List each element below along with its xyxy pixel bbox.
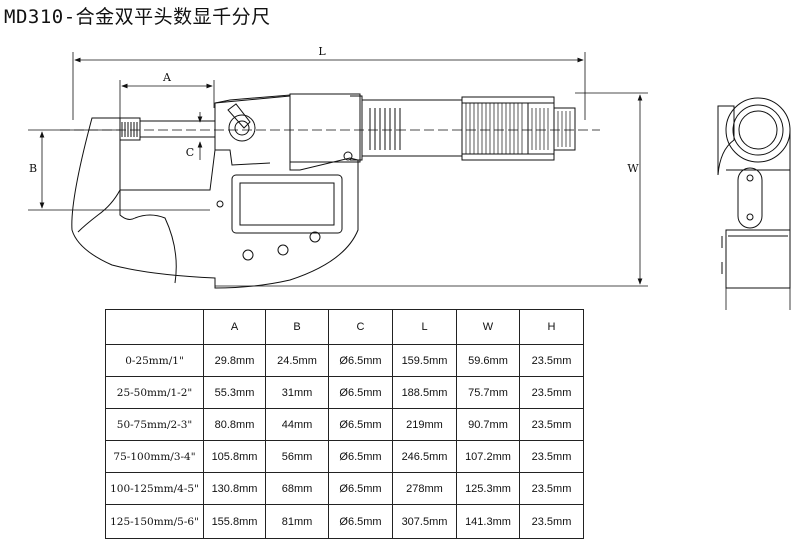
table-cell: 90.7mm <box>456 408 520 441</box>
table-cell: Ø6.5mm <box>328 440 393 473</box>
table-cell: 246.5mm <box>392 440 457 473</box>
header-cell: B <box>265 309 329 345</box>
table-cell: Ø6.5mm <box>328 504 393 539</box>
table-cell: 23.5mm <box>519 472 584 505</box>
dimension-a <box>119 80 215 118</box>
table-cell: 219mm <box>392 408 457 441</box>
table-cell: 107.2mm <box>456 440 520 473</box>
table-cell: 23.5mm <box>519 376 584 409</box>
header-cell: C <box>328 309 393 345</box>
table-cell: 23.5mm <box>519 408 584 441</box>
table-cell: 80.8mm <box>203 408 266 441</box>
micrometer-front-view <box>71 93 576 289</box>
table-cell: 56mm <box>265 440 329 473</box>
dimension-c-label: C <box>186 146 194 159</box>
table-cell: 81mm <box>265 504 329 539</box>
table-row: 125-150mm/5-6" 155.8mm 81mm Ø6.5mm 307.5… <box>105 504 584 539</box>
table-cell: 44mm <box>265 408 329 441</box>
table-row: 100-125mm/4-5" 130.8mm 68mm Ø6.5mm 278mm… <box>105 472 584 505</box>
table-cell: Ø6.5mm <box>328 344 393 377</box>
table-cell: 68mm <box>265 472 329 505</box>
range-cell: 50-75mm/2-3" <box>105 408 204 441</box>
table-cell: 55.3mm <box>203 376 266 409</box>
header-cell: L <box>392 309 457 345</box>
spec-table: A B C L W H 0-25mm/1" 29.8mm 24.5mm Ø6.5… <box>105 309 584 539</box>
range-cell: 100-125mm/4-5" <box>105 472 204 505</box>
table-cell: 130.8mm <box>203 472 266 505</box>
table-cell: 59.6mm <box>456 344 520 377</box>
table-cell: 278mm <box>392 472 457 505</box>
dimension-l-label: L <box>318 45 326 58</box>
table-cell: 31mm <box>265 376 329 409</box>
table-cell: 75.7mm <box>456 376 520 409</box>
table-cell: 24.5mm <box>265 344 329 377</box>
range-cell: 75-100mm/3-4" <box>105 440 204 473</box>
dimension-l <box>72 52 586 120</box>
table-cell: 105.8mm <box>203 440 266 473</box>
header-cell: W <box>456 309 520 345</box>
table-header-row: A B C L W H <box>105 309 584 345</box>
micrometer-drawing: L A B C W <box>28 45 791 310</box>
dimension-h <box>725 288 791 310</box>
dimension-w <box>215 92 648 287</box>
table-cell: Ø6.5mm <box>328 472 393 505</box>
table-cell: 188.5mm <box>392 376 457 409</box>
table-cell: 23.5mm <box>519 344 584 377</box>
header-cell: H <box>519 309 584 345</box>
dimension-a-label: A <box>162 71 172 84</box>
thimble-knurl <box>465 103 571 154</box>
table-cell: Ø6.5mm <box>328 376 393 409</box>
table-cell: 29.8mm <box>203 344 266 377</box>
dimension-b <box>28 129 210 211</box>
range-cell: 125-150mm/5-6" <box>105 504 204 539</box>
table-cell: 125.3mm <box>456 472 520 505</box>
table-cell: 141.3mm <box>456 504 520 539</box>
table-cell: 155.8mm <box>203 504 266 539</box>
range-cell: 0-25mm/1" <box>105 344 204 377</box>
table-row: 75-100mm/3-4" 105.8mm 56mm Ø6.5mm 246.5m… <box>105 440 584 473</box>
header-cell: A <box>203 309 266 345</box>
table-row: 0-25mm/1" 29.8mm 24.5mm Ø6.5mm 159.5mm 5… <box>105 344 584 377</box>
micrometer-side-view <box>717 97 791 289</box>
range-cell: 25-50mm/1-2" <box>105 376 204 409</box>
table-row: 25-50mm/1-2" 55.3mm 31mm Ø6.5mm 188.5mm … <box>105 376 584 409</box>
table-cell: 159.5mm <box>392 344 457 377</box>
table-row: 50-75mm/2-3" 80.8mm 44mm Ø6.5mm 219mm 90… <box>105 408 584 441</box>
dimension-w-label: W <box>627 162 639 175</box>
table-cell: 23.5mm <box>519 504 584 539</box>
header-cell <box>105 309 204 345</box>
table-cell: 23.5mm <box>519 440 584 473</box>
page-title: MD310-合金双平头数显千分尺 <box>4 6 271 28</box>
dimension-b-label: B <box>29 162 37 175</box>
table-cell: Ø6.5mm <box>328 408 393 441</box>
table-cell: 307.5mm <box>392 504 457 539</box>
